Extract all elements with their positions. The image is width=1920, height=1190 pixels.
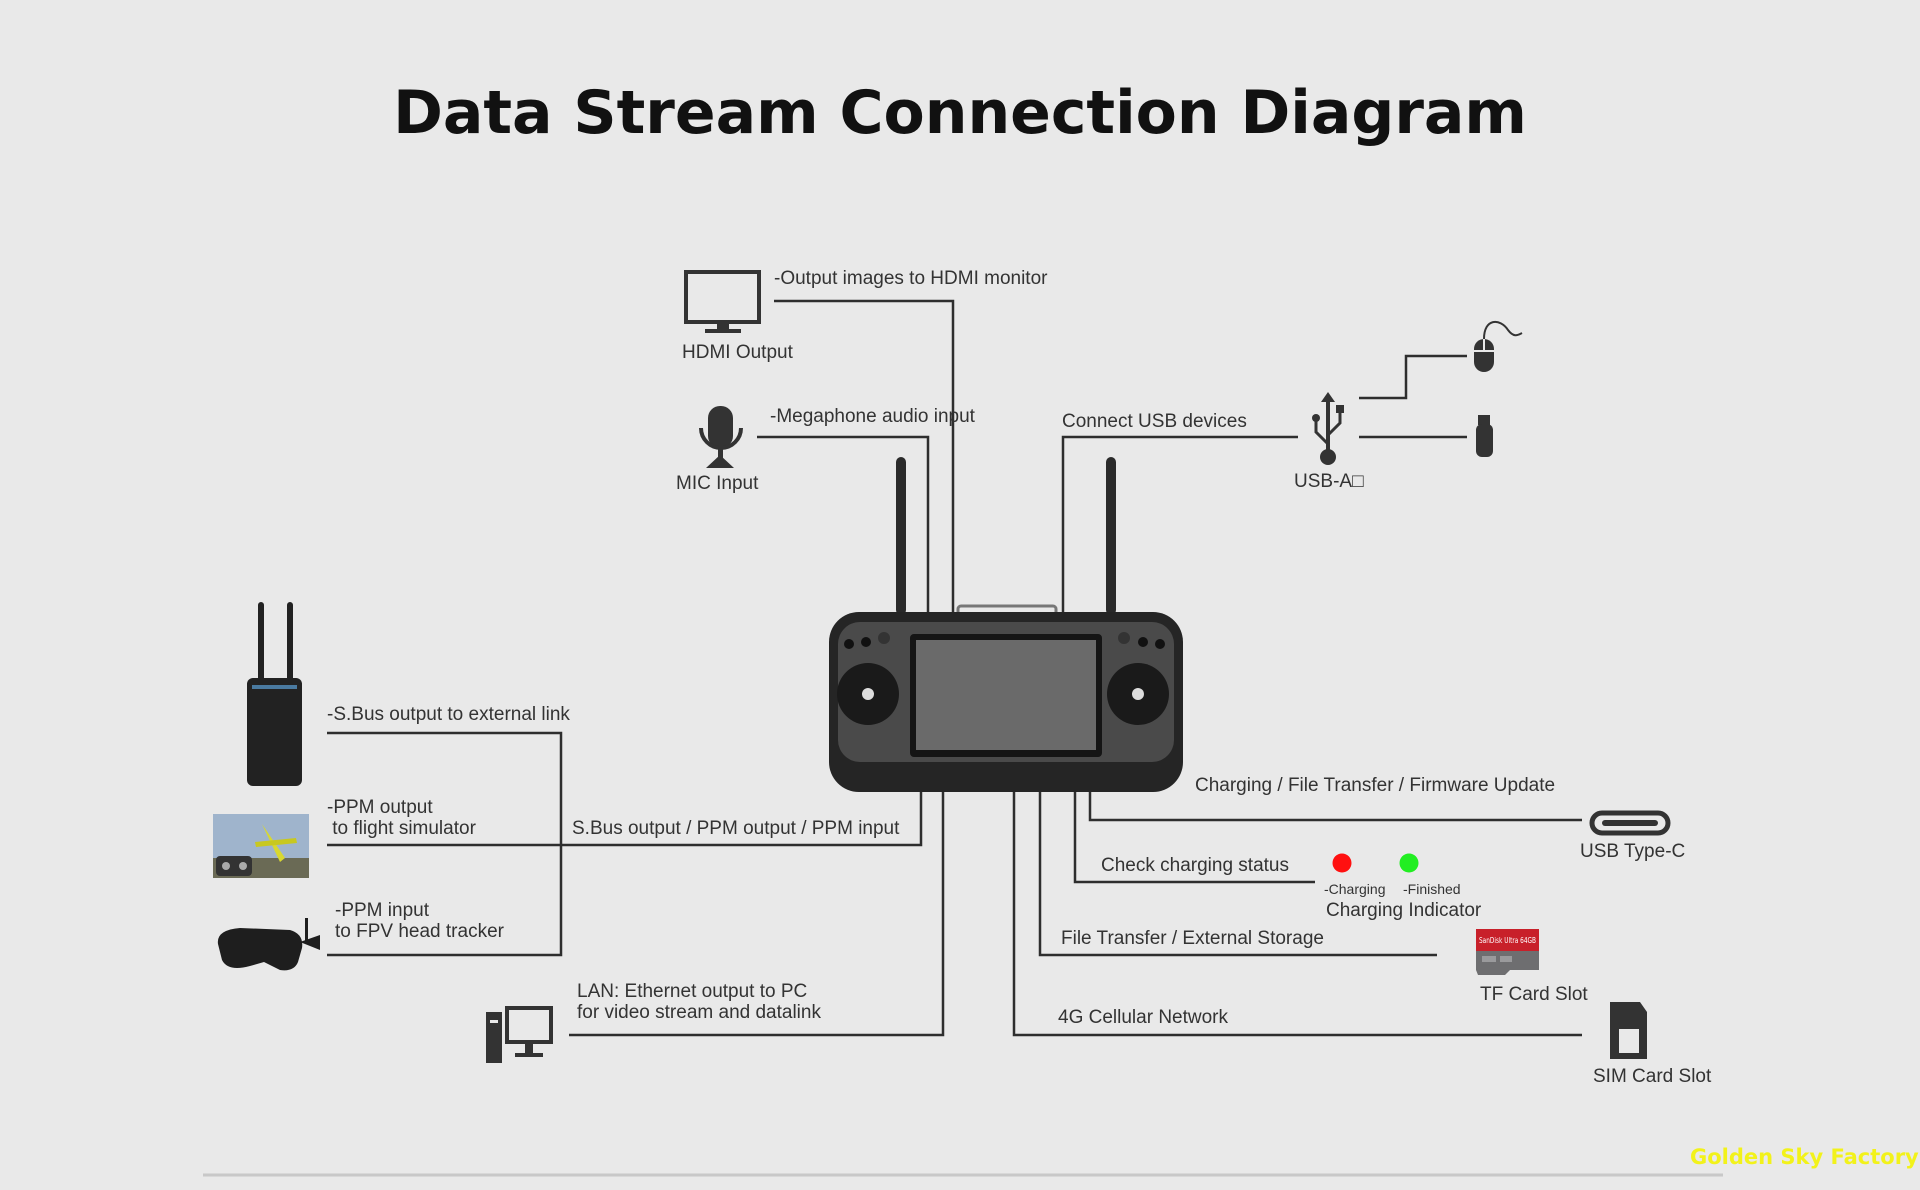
sim-line <box>1012 784 1582 1037</box>
hdmi-description: -Output images to HDMI monitor <box>774 268 1048 289</box>
computer-icon <box>486 1006 553 1063</box>
monitor-icon <box>684 270 761 333</box>
mic-line <box>757 435 930 612</box>
charge-description: Check charging status <box>1101 855 1289 876</box>
microphone-icon <box>699 406 743 468</box>
usb-label: USB-A□ <box>1294 471 1364 492</box>
charging-indicator-red <box>1332 853 1352 873</box>
mic-label: MIC Input <box>676 473 759 494</box>
sbus-description: -S.Bus output to external link <box>327 704 570 725</box>
sim-label: SIM Card Slot <box>1593 1066 1712 1087</box>
charge-line <box>1073 784 1315 884</box>
mouse-line <box>1359 354 1467 400</box>
hdmi-label: HDMI Output <box>682 342 793 363</box>
usb-description: Connect USB devices <box>1062 411 1247 432</box>
charging-label: -Charging <box>1324 881 1386 897</box>
usbc-label: USB Type-C <box>1580 841 1686 862</box>
ppm-line <box>327 784 923 847</box>
charging-indicator-label: Charging Indicator <box>1326 900 1482 921</box>
usb-icon <box>1312 392 1344 465</box>
ppm-input-line1: -PPM input <box>335 900 429 921</box>
mic-description: -Megaphone audio input <box>770 406 975 427</box>
charging-indicator-green <box>1399 853 1419 873</box>
tf-line <box>1038 784 1437 957</box>
lan-line <box>569 784 945 1037</box>
lan-line2: for video stream and datalink <box>577 1002 821 1023</box>
tf-label: TF Card Slot <box>1480 984 1588 1005</box>
watermark: Golden Sky Factory <box>1690 1145 1919 1169</box>
tf-card-image: SanDisk Ultra 64GB <box>1476 929 1539 975</box>
sim-description: 4G Cellular Network <box>1058 1007 1228 1028</box>
ppm-input-line2: to FPV head tracker <box>335 921 504 942</box>
sim-card-icon <box>1610 1002 1647 1059</box>
page-title: Data Stream Connection Diagram <box>393 78 1527 148</box>
flight-simulator-image <box>213 814 309 878</box>
fpv-goggles-image <box>217 918 320 971</box>
usbc-description: Charging / File Transfer / Firmware Upda… <box>1195 775 1556 796</box>
mouse-icon <box>1474 321 1523 372</box>
tf-card-brand: SanDisk Ultra 64GB <box>1479 936 1536 945</box>
usb-c-port-icon <box>1589 810 1671 836</box>
usb-line <box>1061 435 1298 612</box>
hdmi-line <box>774 299 955 612</box>
lan-line1: LAN: Ethernet output to PC <box>577 981 808 1002</box>
port-description: S.Bus output / PPM output / PPM input <box>572 818 900 839</box>
connector-lines <box>327 299 1582 1037</box>
usb-stick-icon <box>1476 415 1493 457</box>
ppm-output-line2: to flight simulator <box>327 818 476 839</box>
finished-label: -Finished <box>1403 881 1461 897</box>
tf-description: File Transfer / External Storage <box>1061 928 1324 949</box>
external-link-transmitter-image <box>247 602 302 786</box>
ppm-output-line1: -PPM output <box>327 797 433 818</box>
usbc-line <box>1088 784 1582 822</box>
remote-controller-image <box>829 457 1183 792</box>
